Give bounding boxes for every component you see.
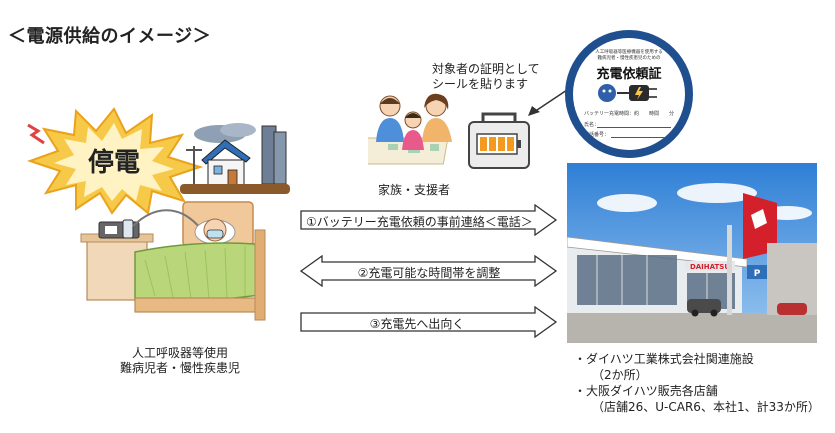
seal-row-phone: 電話番号： [584, 132, 610, 138]
plug-mascot-icon [598, 84, 657, 102]
shop-item-1-sub: （2か所） [592, 368, 648, 382]
step-1-label: ①バッテリー充電依頼の事前連絡＜電話＞ [306, 215, 533, 229]
seal-title: 充電依頼証 [596, 67, 662, 82]
seal-line-name [597, 127, 671, 128]
seal-row-name: 氏名： [584, 122, 600, 128]
patient-bed-illustration [80, 201, 266, 321]
seal-top-line-2: 難病児者・慢性疾患児のための [597, 56, 661, 61]
patient-label-line-2: 難病児者・慢性疾患児 [119, 361, 240, 375]
sticker-note: 対象者の証明として シールを貼ります [432, 62, 540, 92]
damaged-houses-illustration [180, 123, 290, 194]
patient-label-line-1: 人工呼吸器等使用 [131, 346, 228, 360]
svg-text:P: P [754, 269, 761, 279]
step-3-label: ③充電先へ出向く [369, 317, 465, 331]
sticker-note-line-1: 対象者の証明として [432, 62, 540, 76]
seal-top-text: 人工呼吸器等医療機器を使用する 難病児者・慢性疾患児のための [573, 50, 685, 62]
lightning-icon [27, 123, 45, 145]
seal-row-time: バッテリー充電時間：約 時間 分 [584, 111, 675, 117]
shop-locations: ・ダイハツ工業株式会社関連施設 （2か所） ・大阪ダイハツ販売各店舗 （店舗26… [574, 351, 820, 415]
shop-item-2-label: ・大阪ダイハツ販売各店舗 [574, 384, 718, 398]
step-arrow-2 [300, 255, 558, 287]
family-illustration [368, 93, 452, 165]
seal-line-phone [611, 137, 671, 138]
patient-label: 人工呼吸器等使用 難病児者・慢性疾患児 [100, 346, 260, 376]
battery-icon [468, 112, 530, 169]
charging-request-seal: 人工呼吸器等医療機器を使用する 難病児者・慢性疾患児のための 充電依頼証 バッテ… [565, 30, 693, 158]
shop-sign: DAIHATSU [690, 263, 730, 271]
step-arrow-3 [300, 306, 558, 338]
outage-label: 停電 [88, 147, 140, 178]
family-label: 家族・支援者 [378, 183, 451, 197]
shop-item-1-label: ・ダイハツ工業株式会社関連施設 [574, 352, 754, 366]
step-2-label: ②充電可能な時間帯を調整 [357, 266, 501, 280]
shop-item-2-sub: （店舗26、U-CAR6、本社1、計33か所） [592, 400, 820, 414]
seal-top-line-1: 人工呼吸器等医療機器を使用する [595, 50, 663, 55]
step-arrow-1 [300, 204, 558, 236]
sticker-note-line-2: シールを貼ります [432, 77, 529, 91]
seal-face: 人工呼吸器等医療機器を使用する 難病児者・慢性疾患児のための 充電依頼証 バッテ… [573, 38, 685, 150]
dealership-photo: DAIHATSU P [567, 163, 817, 343]
page-title: ＜電源供給のイメージ＞ [8, 26, 212, 47]
power-outage-burst: 停電 [26, 107, 204, 215]
